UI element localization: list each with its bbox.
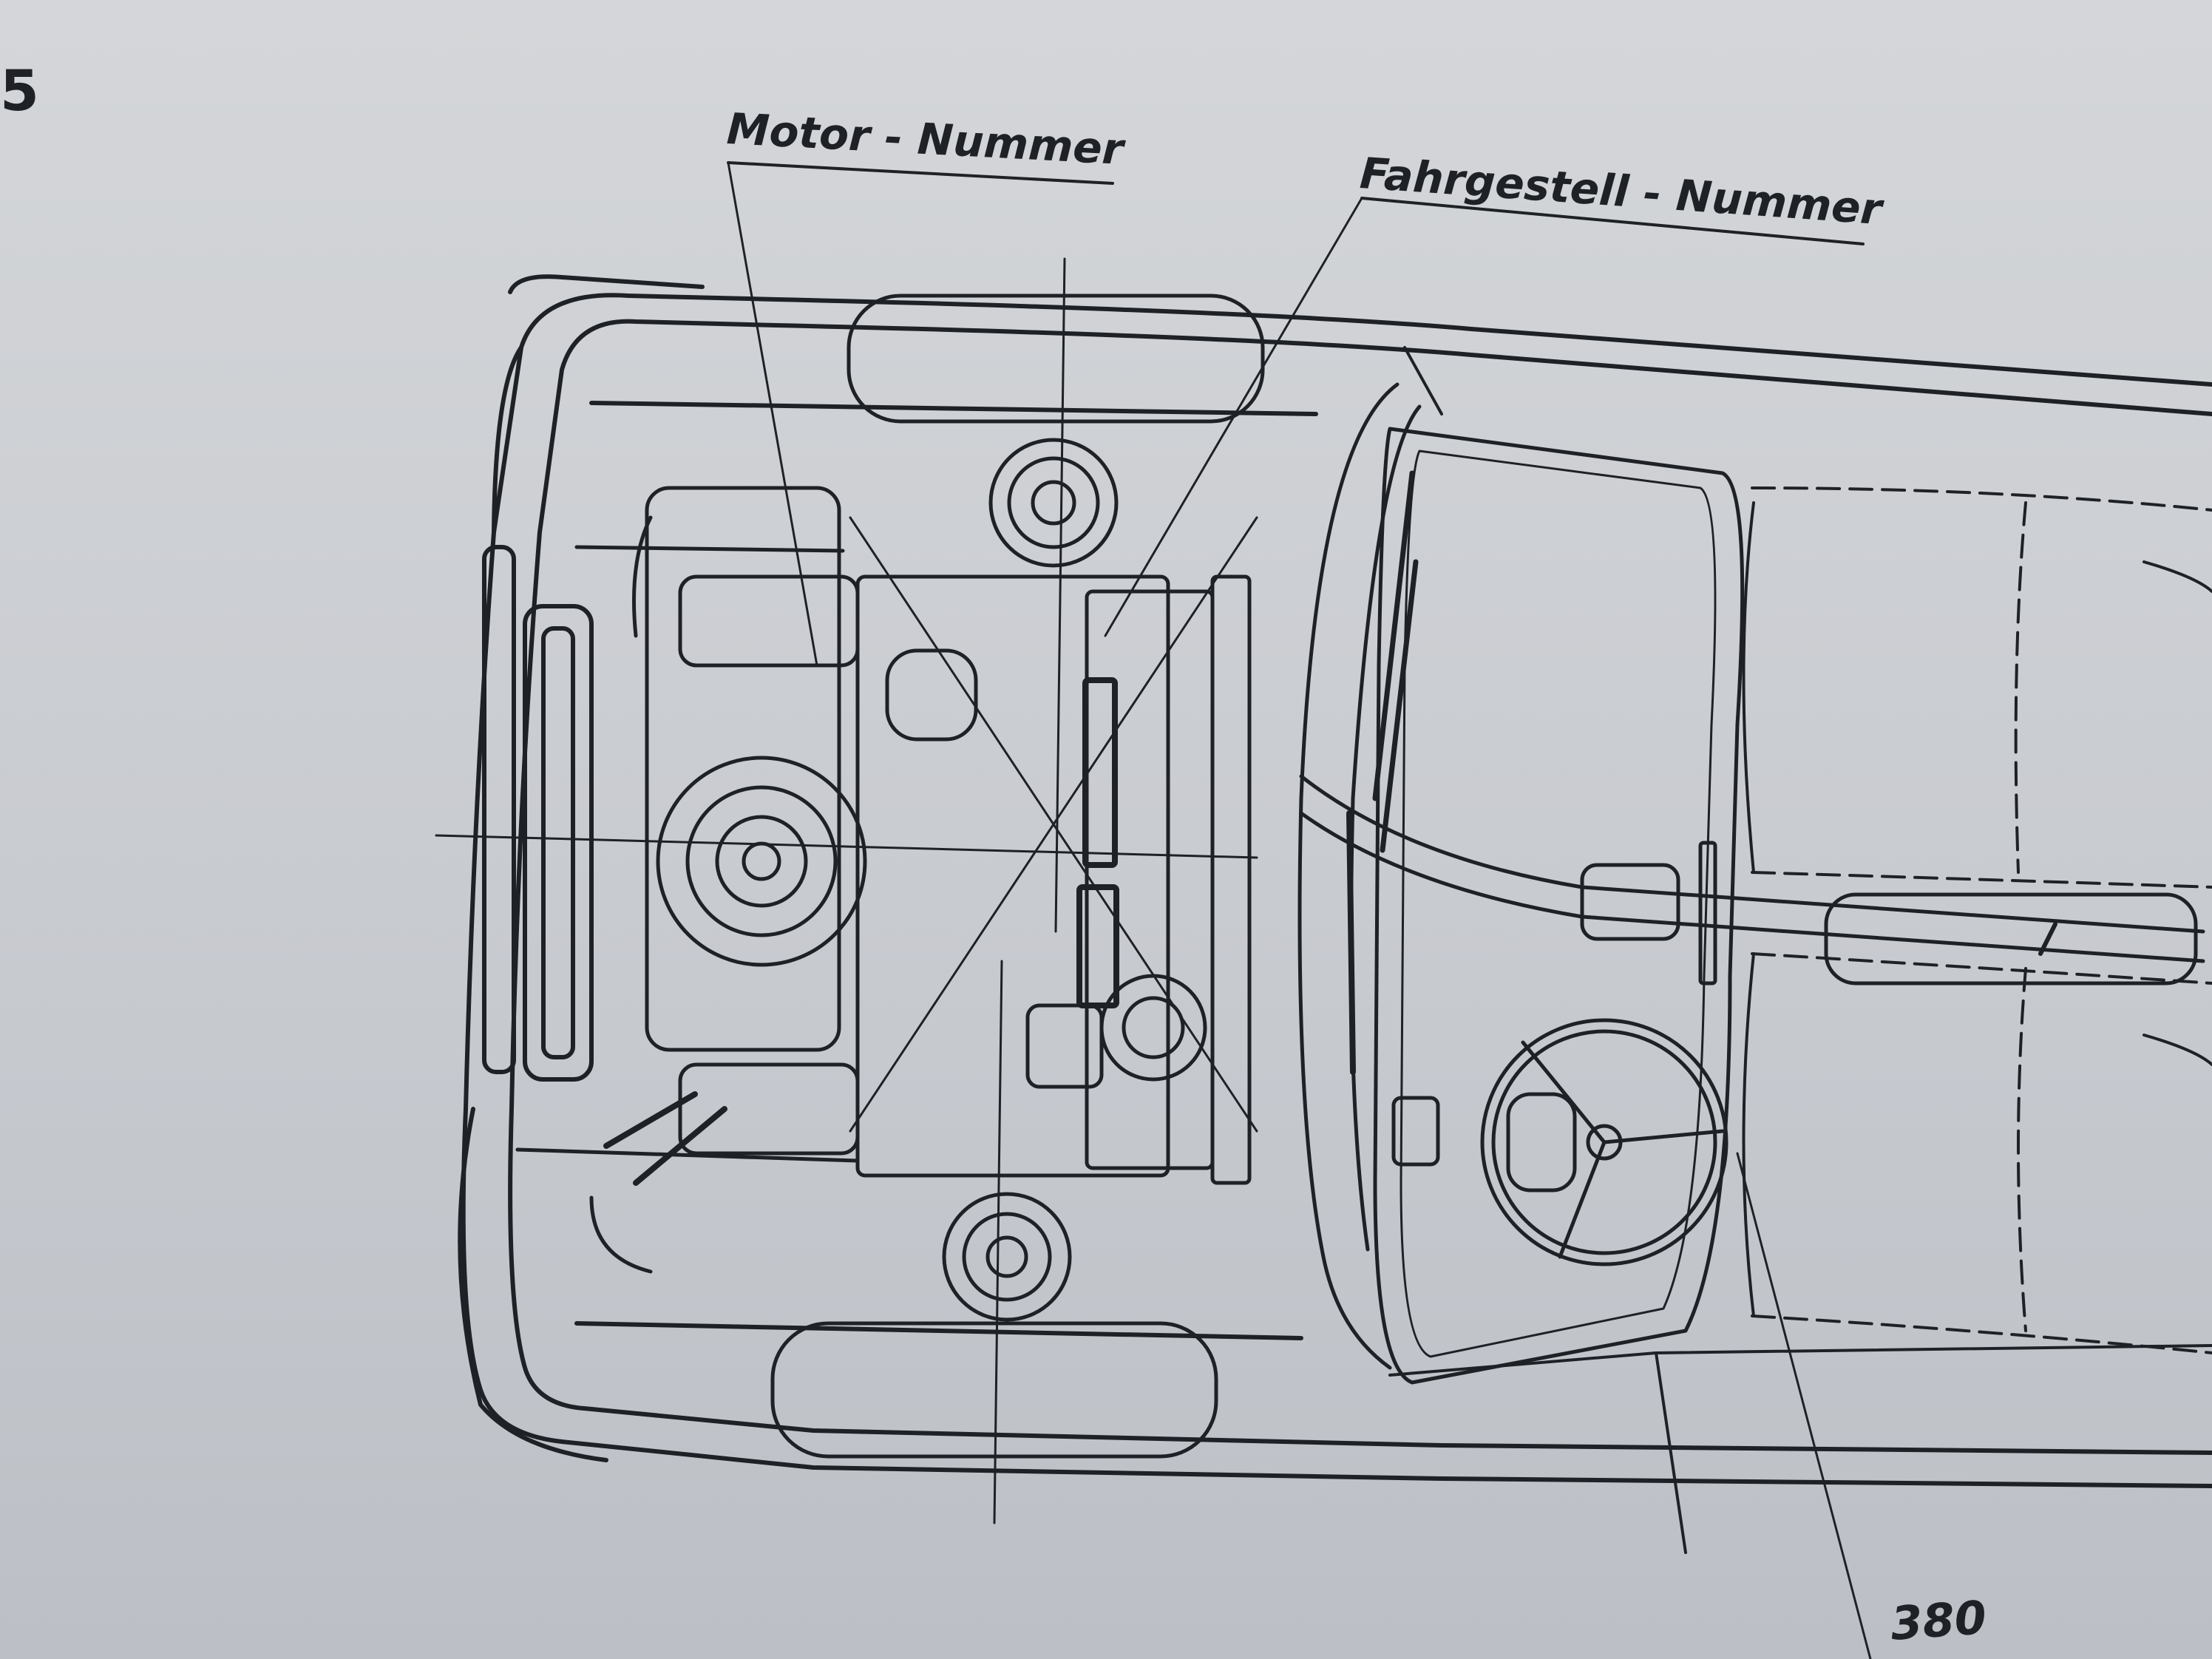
cabin [1300,384,1743,1382]
body-outline [460,276,2212,1486]
steering-and-shaft [1301,776,2203,1264]
seat-outlines [1744,503,2212,1316]
page-number: 5 [0,58,39,123]
engine-compartment [436,488,1257,1272]
dimension-label: 380 [1889,1590,1989,1651]
chassis-lines [1390,347,2212,1553]
label-underlines [728,163,1863,244]
seats [1752,488,2212,1353]
